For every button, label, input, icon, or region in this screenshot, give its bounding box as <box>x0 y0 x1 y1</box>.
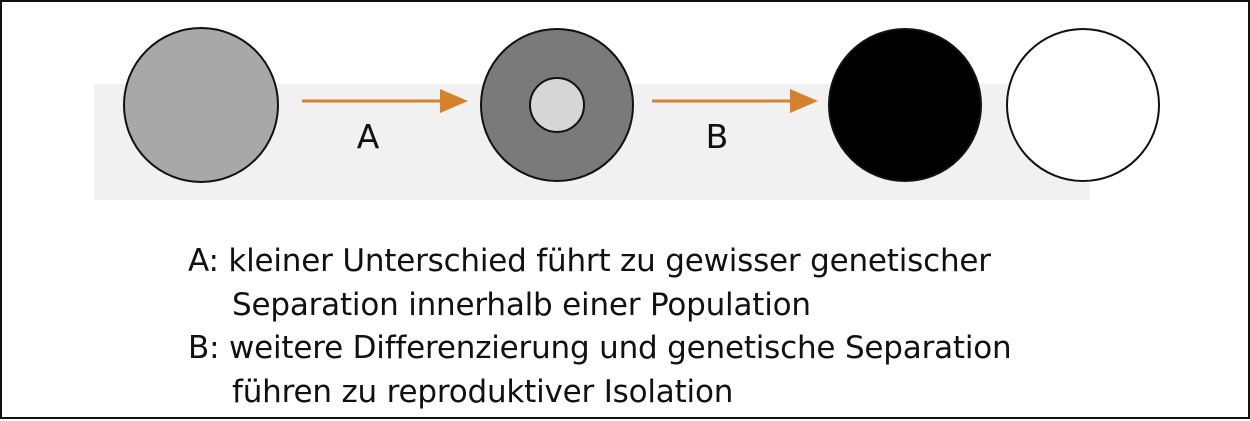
inner-subpopulation-circle <box>529 77 585 133</box>
light-species-circle <box>1006 28 1160 182</box>
arrow-b-head <box>790 89 818 113</box>
arrow-b <box>652 89 818 113</box>
initial-population-circle <box>123 27 279 183</box>
arrow-a <box>302 89 468 113</box>
legend-a-line-1: A: kleiner Unterschied führt zu gewisser… <box>188 243 991 279</box>
arrow-b-label: B <box>706 117 729 156</box>
legend-b-line-2: führen zu reproduktiver Isolation <box>232 373 734 410</box>
legend-a-line-2: Separation innerhalb einer Population <box>232 286 811 323</box>
legend-b-line-1: B: weitere Differenzierung und genetisch… <box>188 330 1012 366</box>
arrow-a-label: A <box>357 117 380 156</box>
arrow-a-head <box>440 89 468 113</box>
diverging-population <box>480 28 634 182</box>
legend: A: kleiner Unterschied führt zu gewisser… <box>188 240 1188 414</box>
dark-species-circle <box>828 28 982 182</box>
